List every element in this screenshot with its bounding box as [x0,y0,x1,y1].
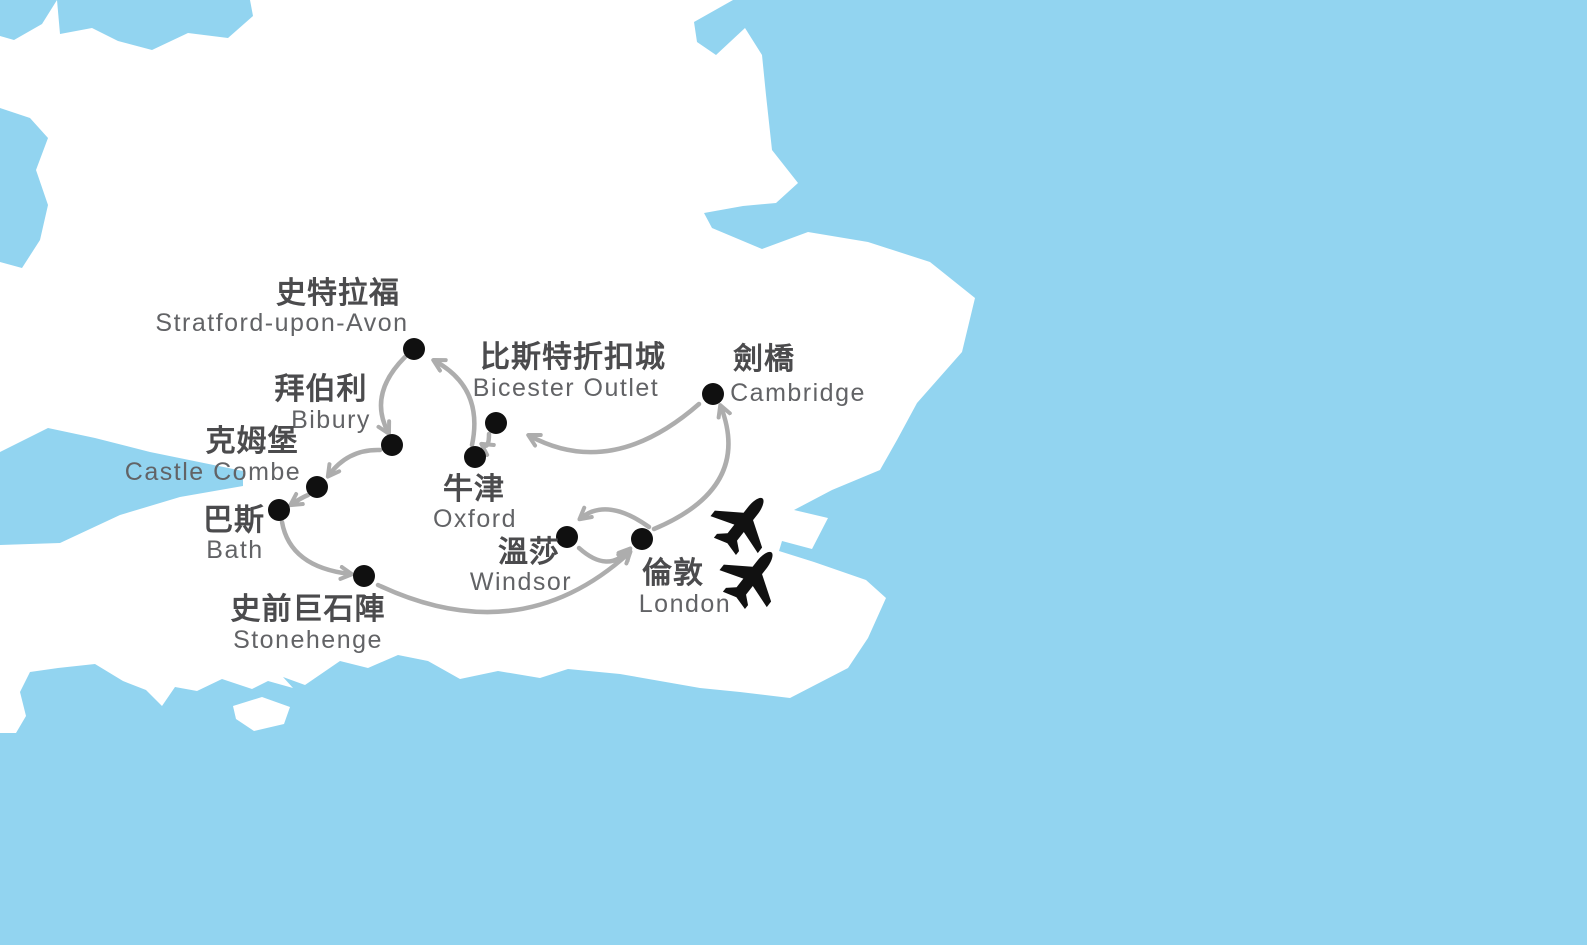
city-dot-stonehenge [353,565,375,587]
water-liverpool-bay [57,0,253,50]
label-en-oxford: Oxford [433,505,517,533]
city-dot-bath [268,499,290,521]
label-zh-oxford: 牛津 [443,473,505,506]
route-stonehenge-london [375,549,633,615]
route-bicester-oxford [479,431,496,457]
label-zh-cambridge: 劍橋 [733,342,795,376]
city-dot-oxford [464,446,486,468]
label-zh-castle-combe: 克姆堡 [206,425,299,458]
city-dot-london [631,528,653,550]
label-en-castle-combe: Castle Combe [125,458,301,486]
land-england-wales [0,0,975,733]
water-details [0,0,253,545]
label-zh-bibury: 拜伯利 [275,373,368,406]
label-zh-stratford-upon-avon: 史特拉福 [276,276,400,310]
water-bristol-channel [0,428,243,545]
label-zh-stonehenge: 史前巨石陣 [231,593,386,626]
plane-icons [710,497,773,610]
route-oxford-stratford [431,358,477,448]
route-london-cambridge [651,403,732,532]
city-dot-windsor [556,526,578,548]
route-castlecombe-bath [288,492,311,508]
water-top-left-corner [0,0,57,40]
city-dot-cambridge [702,383,724,405]
label-zh-windsor: 溫莎 [498,536,560,569]
label-zh-bath: 巴斯 [203,504,265,537]
airplane-icon [719,551,773,610]
label-en-stratford-upon-avon: Stratford-upon-Avon [155,309,408,337]
label-zh-london: 倫敦 [642,556,704,590]
route-stratford-bibury [376,354,408,436]
label-en-bath: Bath [206,536,263,564]
route-arrows [279,354,732,615]
label-zh-bicester-outlet: 比斯特折扣城 [480,341,666,374]
route-bath-stonehenge [279,519,354,581]
label-en-stonehenge: Stonehenge [233,626,383,654]
label-en-bicester-outlet: Bicester Outlet [473,374,659,402]
landmass [0,0,975,733]
city-dot-stratford-upon-avon [403,338,425,360]
land-isle-of-wight [233,697,290,731]
city-dot-bibury [381,434,403,456]
route-london-windsor [577,505,652,530]
label-en-cambridge: Cambridge [730,379,866,407]
city-labels: 史特拉福 Stratford-upon-Avon 拜伯利 Bibury 克姆堡 … [125,276,866,654]
label-en-windsor: Windsor [470,568,572,596]
route-windsor-london [576,545,633,564]
city-dots [268,338,724,587]
label-en-london: London [639,590,731,618]
water-cardigan-bay [0,108,48,268]
city-dot-castle-combe [306,476,328,498]
airplane-icon [710,497,764,556]
route-bibury-castlecombe [325,447,383,479]
city-dot-bicester-outlet [485,412,507,434]
label-en-bibury: Bibury [291,406,371,434]
route-cambridge-bicester [526,401,702,455]
